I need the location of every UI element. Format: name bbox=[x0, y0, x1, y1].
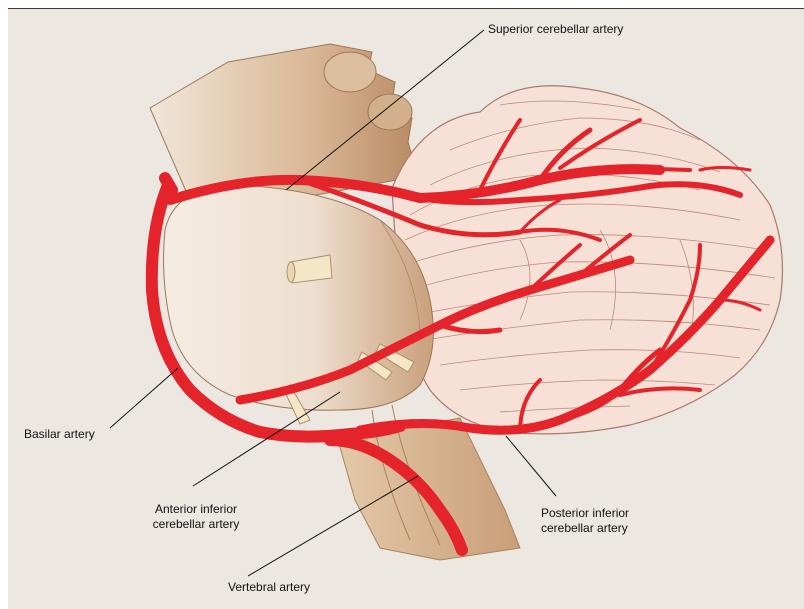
superior-cerebellar-artery-label: Superior cerebellar artery bbox=[488, 22, 623, 37]
posterior-inferior-cerebellar-artery-label: Posterior inferior cerebellar artery bbox=[541, 506, 629, 536]
basilar-artery-label: Basilar artery bbox=[24, 427, 95, 442]
vertebral-artery-label: Vertebral artery bbox=[228, 580, 310, 595]
anterior-label-line2: cerebellar artery bbox=[130, 517, 262, 532]
posterior-label-line2: cerebellar artery bbox=[541, 521, 629, 536]
posterior-label-line1: Posterior inferior bbox=[541, 506, 629, 521]
anterior-inferior-cerebellar-artery-label: Anterior inferior cerebellar artery bbox=[130, 502, 262, 532]
pons bbox=[164, 185, 434, 410]
cerebellum bbox=[392, 86, 782, 434]
anterior-label-line1: Anterior inferior bbox=[130, 502, 262, 517]
